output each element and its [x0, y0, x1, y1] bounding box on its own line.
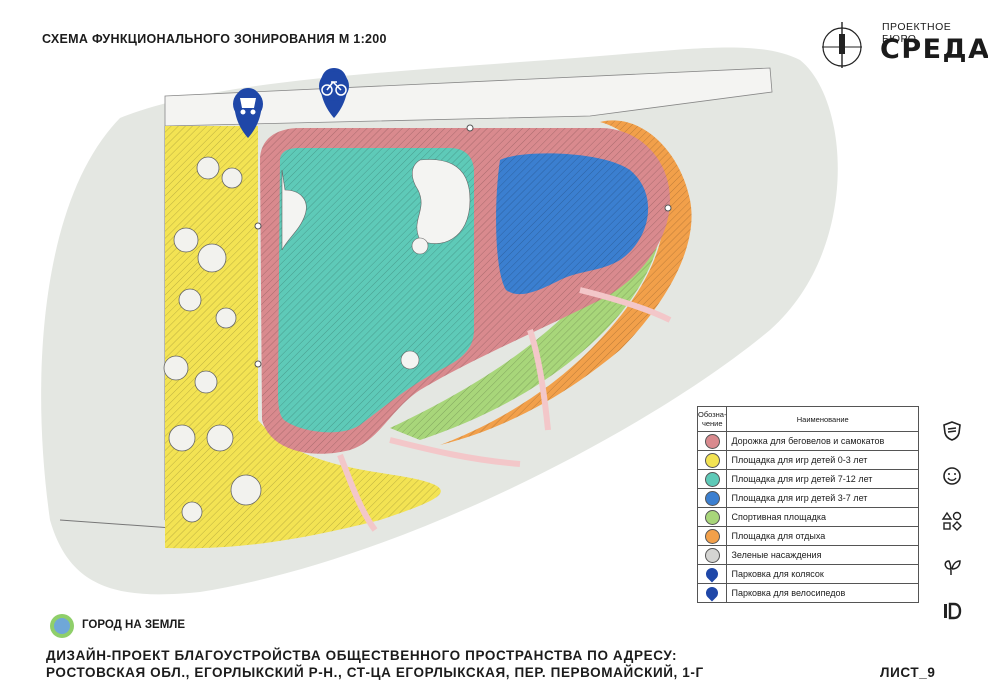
legend-swatch [704, 509, 720, 525]
legend-swatch [704, 528, 720, 544]
legend-row: Площадка для игр детей 0-3 лет [696, 450, 919, 470]
legend-label: Дорожка для беговелов и самокатов [726, 431, 919, 451]
legend-row: Площадка для игр детей 3-7 лет [696, 488, 919, 508]
bicycle-pin-icon [703, 584, 721, 602]
shield-icon [939, 418, 965, 444]
legend-label: Площадка для отдыха [726, 526, 919, 546]
legend-swatch [704, 452, 720, 468]
gorod-logo-text: ГОРОД НА ЗЕМЛЕ [82, 619, 186, 631]
sheet-number: ЛИСТ_9 [880, 665, 936, 680]
side-icons [939, 418, 969, 643]
stroller-pin-icon [703, 565, 721, 583]
legend-row: Дорожка для беговелов и самокатов [696, 431, 919, 451]
legend-swatch [704, 433, 720, 449]
legend-label: Площадка для игр детей 3-7 лет [726, 488, 919, 508]
id-icon [939, 598, 965, 624]
sidewalk [164, 67, 773, 127]
brand-name: СРЕДА [880, 34, 988, 65]
leaf-icon [939, 553, 965, 579]
legend-row: Спортивная площадка [696, 507, 919, 527]
legend-label: Площадка для игр детей 0-3 лет [726, 450, 919, 470]
project-title-line1: ДИЗАЙН-ПРОЕКТ БЛАГОУСТРОЙСТВА ОБЩЕСТВЕНН… [46, 648, 678, 663]
legend-row: Парковка для колясок [696, 564, 919, 584]
gorod-logo-icon [50, 614, 74, 638]
smile-icon [939, 463, 965, 489]
legend-row: Зеленые насаждения [696, 545, 919, 565]
legend-row: Площадка для игр детей 7-12 лет [696, 469, 919, 489]
stroller-parking-pin-icon [233, 88, 263, 138]
legend-label: Парковка для велосипедов [726, 583, 919, 603]
legend-label: Парковка для колясок [726, 564, 919, 584]
shapes-icon [939, 508, 965, 534]
legend-swatch [704, 490, 720, 506]
brand-subtitle: ПРОЕКТНОЕ БЮРО [882, 21, 952, 45]
brand-logo-icon [822, 22, 862, 68]
legend-label: Спортивная площадка [726, 507, 919, 527]
legend-row: Площадка для отдыха [696, 526, 919, 546]
legend-swatch [704, 471, 720, 487]
legend-table: Обозна- чение Наименование Дорожка для б… [696, 406, 919, 603]
legend-row: Парковка для велосипедов [696, 583, 919, 603]
legend-col-symbol: Обозна- чение [696, 406, 728, 432]
legend-label: Площадка для игр детей 7-12 лет [726, 469, 919, 489]
legend-label: Зеленые насаждения [726, 545, 919, 565]
page-title: СХЕМА ФУНКЦИОНАЛЬНОГО ЗОНИРОВАНИЯ М 1:20… [42, 32, 387, 46]
legend-header-row: Обозна- чение Наименование [696, 406, 919, 432]
bicycle-parking-pin-icon [319, 68, 349, 118]
project-title-line2: РОСТОВСКАЯ ОБЛ., ЕГОРЛЫКСКИЙ Р-Н., СТ-ЦА… [46, 665, 704, 680]
legend-col-name: Наименование [726, 406, 919, 432]
legend-swatch [704, 547, 720, 563]
